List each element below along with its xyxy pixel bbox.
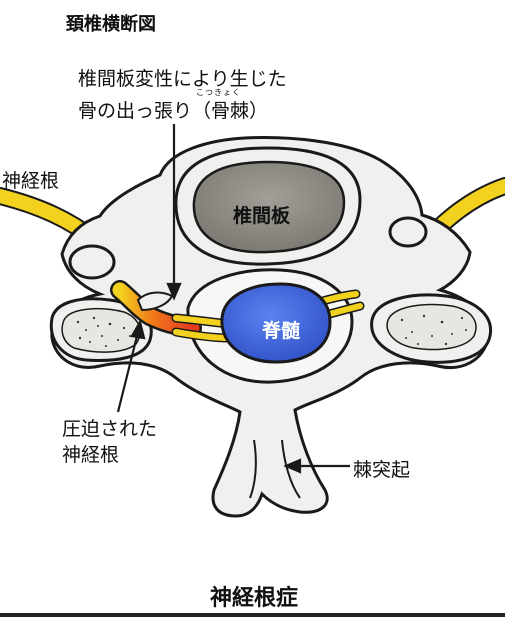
diagram-caption: 神経根症 [210,586,299,611]
compressed-label-line2: 神経根 [62,444,120,466]
nerve-root-label: 神経根 [2,170,60,192]
diagram-heading: 頚椎横断図 [66,14,156,35]
bottom-rule [0,613,505,617]
spinal-cord-label: 脊髄 [262,320,301,342]
intervertebral-disc [192,160,346,254]
osteophyte-ruby: こつきょく [196,88,241,97]
spinous-process-label: 棘突起 [353,459,411,481]
left-foramen [68,244,116,280]
right-articular-process [370,293,493,364]
osteophyte-label-line1: 椎間板変性により生じた [78,68,287,90]
right-foramen [388,216,428,248]
left-articular-process [49,297,153,362]
compressed-label-line1: 圧迫された [62,418,158,440]
osteophyte-label-line2: 骨の出っ張り（骨棘） [78,100,269,122]
leader-lines [116,124,350,474]
spinal-cord [220,282,332,364]
disc-label: 椎間板 [233,205,291,227]
